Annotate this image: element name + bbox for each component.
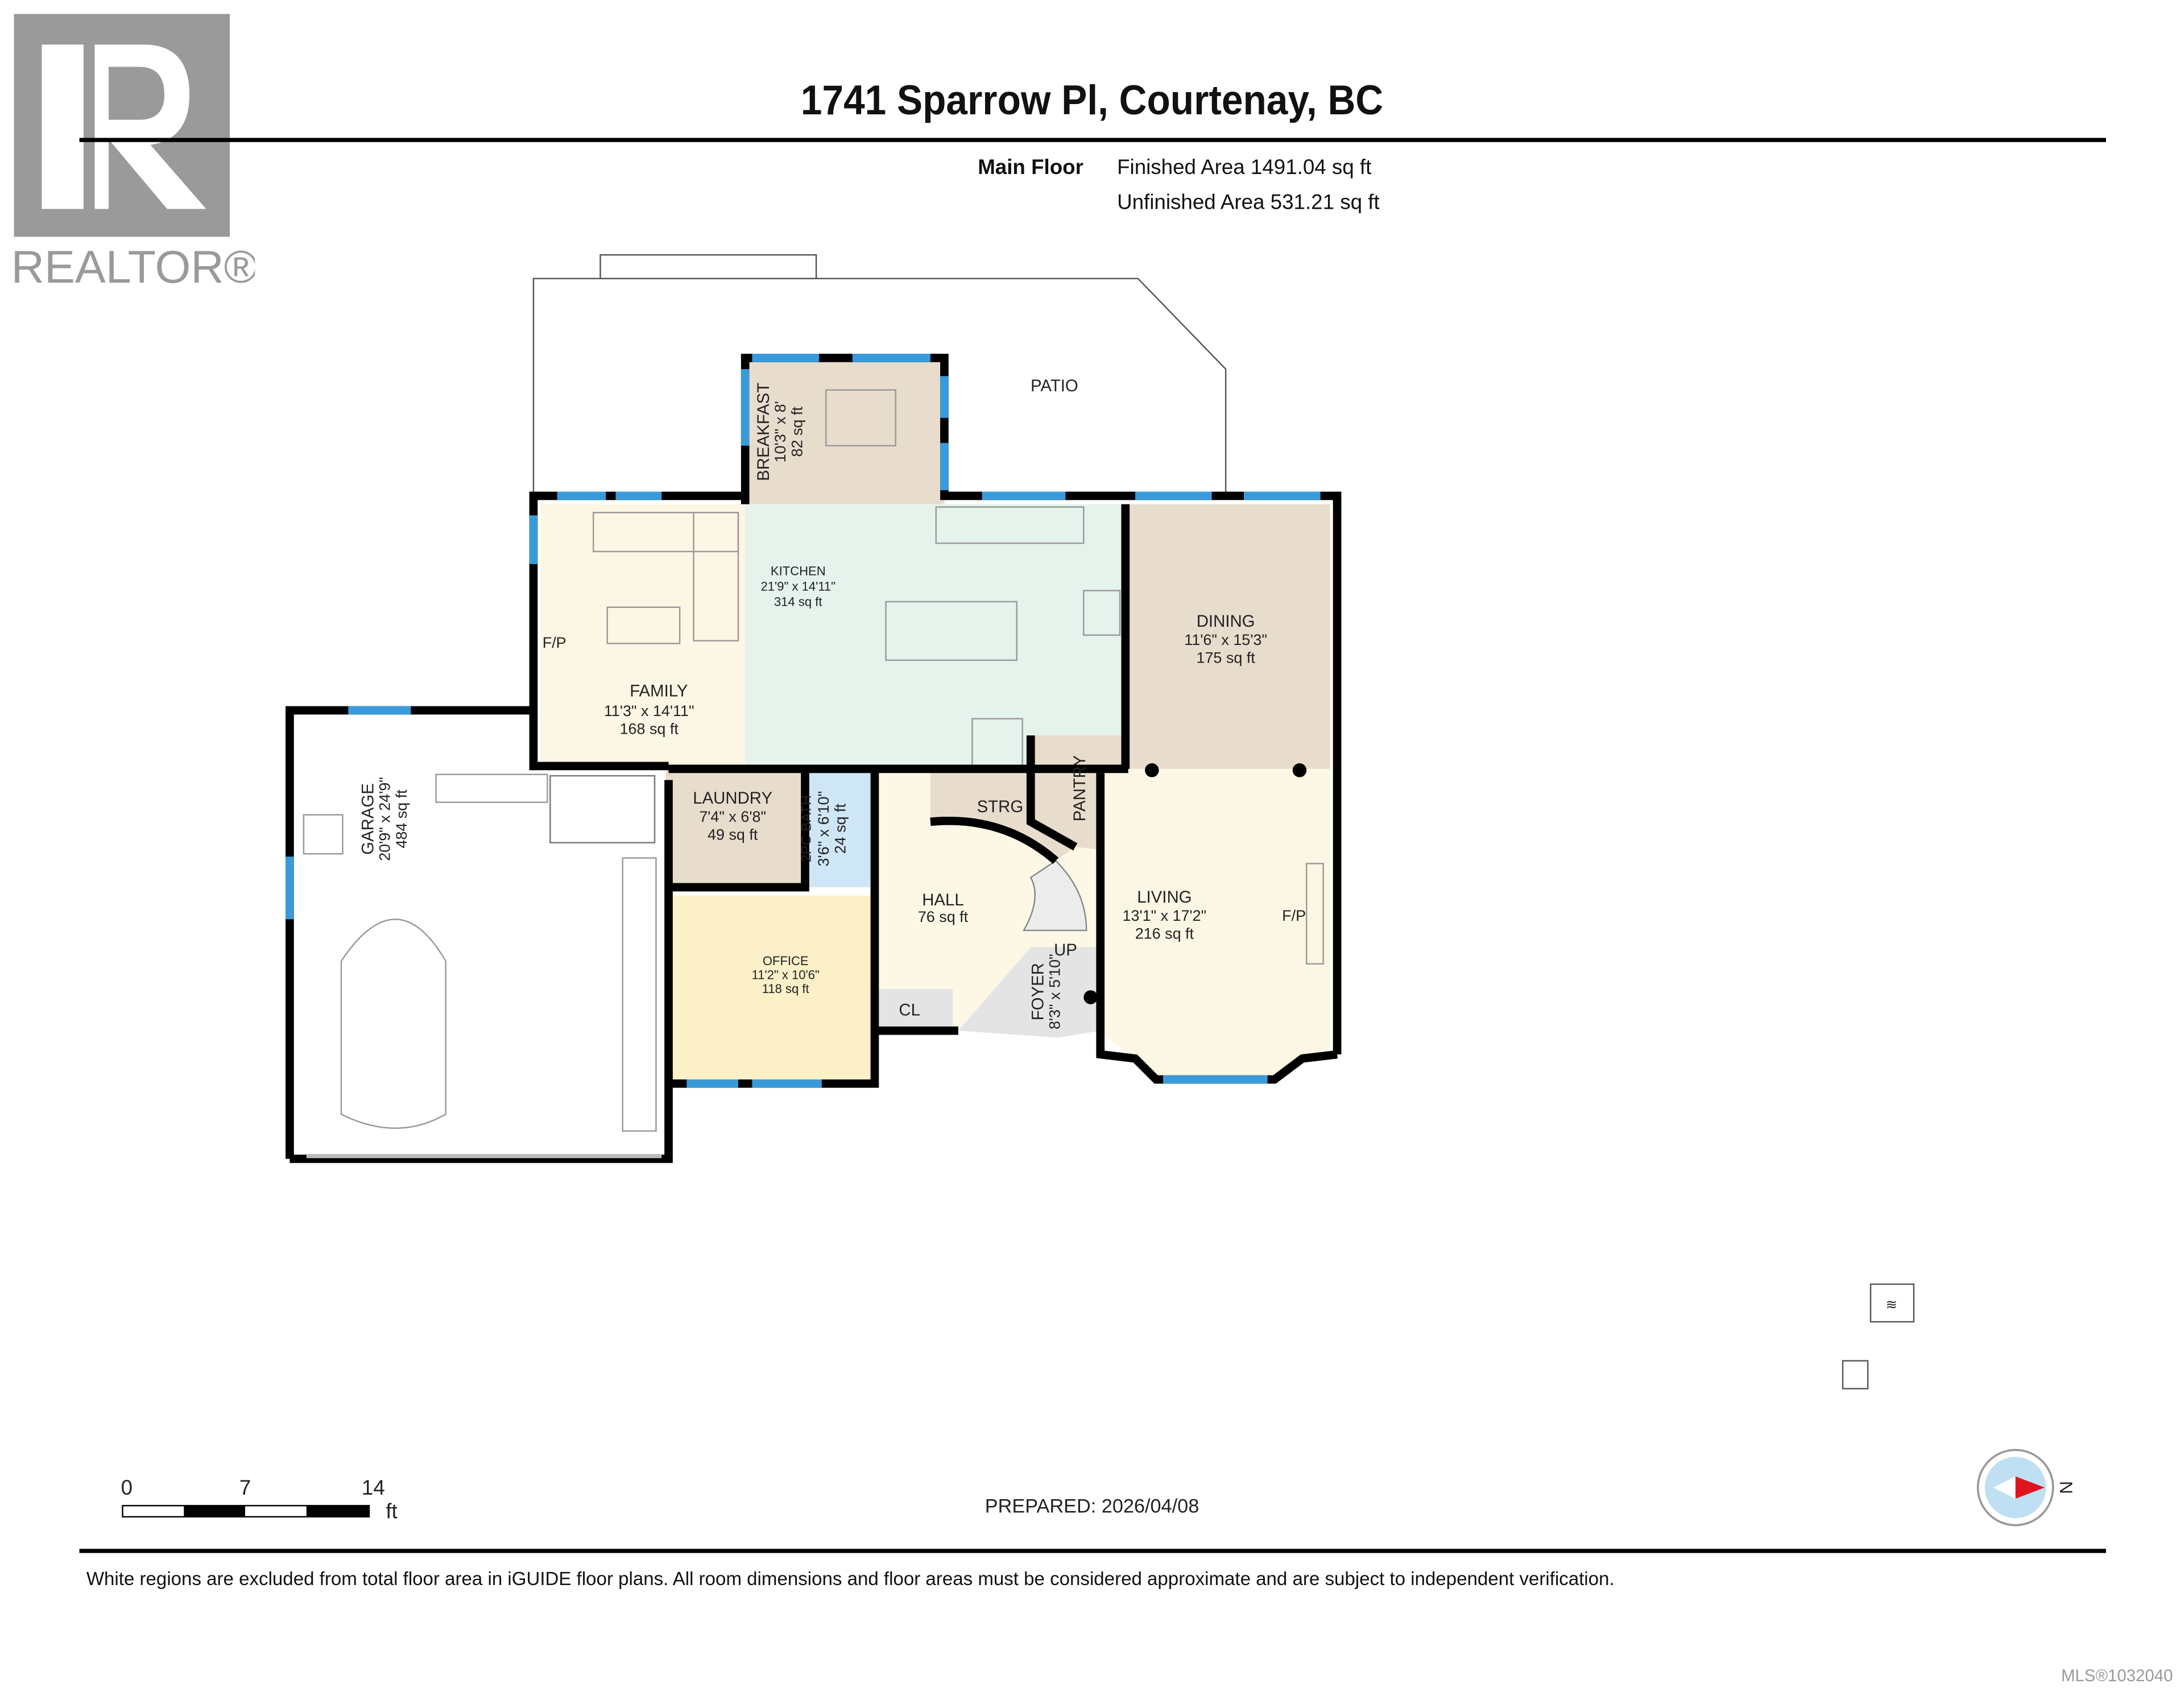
patio [532,254,1227,496]
family-dims: 11'3" x 14'11" [604,702,694,719]
laundry-area: 49 sq ft [708,826,758,843]
scale-tick-0: 0 [121,1476,133,1499]
office-dims: 11'2" x 10'6" [752,968,820,982]
windows [286,354,1321,1088]
unfinished-area: Unfinished Area 531.21 sq ft [1117,191,1380,215]
vent-icon [1869,1283,1915,1323]
room-dining [1125,504,1330,769]
kitchen-dims: 21'9" x 14'11" [761,579,835,593]
room-strg [930,770,1076,861]
foyer-dims: 8'3" x 5'10" [1046,954,1064,1029]
patio-label: PATIO [1031,377,1078,395]
garage-area: 484 sq ft [393,789,410,849]
dining-label: DINING [1197,612,1255,631]
compass-north-label: N [2056,1481,2077,1494]
pantry-label: PANTRY [1070,755,1089,821]
prepared-date: PREPARED: 2026/04/08 [985,1496,1199,1517]
room-bath [805,770,871,888]
living-dims: 13'1" x 17'2" [1123,907,1207,924]
curved-stairs [1022,859,1087,932]
scale-unit: ft [386,1499,397,1522]
kitchen-label: KITCHEN [771,564,826,578]
realtor-wordmark: REALTOR® [11,242,255,293]
family-label: FAMILY [630,682,688,701]
outlet-icon [1842,1360,1869,1389]
scale-tick-7: 7 [239,1476,251,1499]
living-area: 216 sq ft [1135,925,1194,942]
foyer-label: FOYER [1028,963,1047,1020]
office-label: OFFICE [763,954,809,968]
room-laundry [665,770,801,888]
realtor-logo: REALTOR® [11,14,255,293]
bath-dims: 3'6" x 6'10" [815,791,832,867]
dining-area: 175 sq ft [1196,649,1255,667]
garage-label: GARAGE [358,783,377,855]
family-area: 168 sq ft [620,721,679,738]
living-fireplace-label: F/P [1282,907,1306,924]
stairs-up-label: UP [1054,941,1077,959]
laundry-label: LAUNDRY [693,789,772,808]
disclaimer: White regions are excluded from total fl… [86,1568,1615,1590]
office-area: 118 sq ft [762,982,809,996]
room-breakfast [745,358,945,504]
hall-label: HALL [922,891,963,909]
bath-area: 24 sq ft [832,803,849,854]
footer-divider [79,1549,2106,1553]
garage-dims: 20'9" x 24'9" [377,777,394,861]
room-foyer [958,947,1101,1038]
room-cl [874,988,953,1031]
kitchen-area: 314 sq ft [774,594,822,609]
scale-tick-14: 14 [362,1476,385,1499]
room-office [668,895,871,1084]
breakfast-area: 82 sq ft [789,407,806,457]
hall-area: 76 sq ft [918,908,969,925]
header-divider [79,138,2106,142]
page-title: 1741 Sparrow Pl, Courtenay, BC [800,78,1384,124]
vent-icon-glyph: ≋ [1885,1297,1897,1313]
laundry-dims: 7'4" x 6'8" [699,808,766,825]
floor-label: Main Floor [978,156,1083,180]
mls-number: MLS®1032040 [2061,1666,2173,1686]
dining-dims: 11'6" x 15'3" [1184,631,1267,648]
breakfast-label: BREAKFAST [754,383,773,481]
room-family [540,504,746,766]
family-fireplace-label: F/P [543,634,566,651]
bath-label: 2PC BATH [799,795,814,862]
stairs [549,775,656,843]
finished-area: Finished Area 1491.04 sq ft [1117,156,1372,180]
strg-label: STRG [977,797,1024,816]
compass-icon: N [1976,1449,2077,1526]
scale-bar: 0 7 14 ft [121,1476,398,1523]
living-label: LIVING [1137,888,1192,907]
breakfast-dims: 10'3" x 8' [772,401,789,462]
room-kitchen [745,504,1124,766]
cl-label: CL [899,1000,920,1019]
room-living [1100,768,1330,1079]
